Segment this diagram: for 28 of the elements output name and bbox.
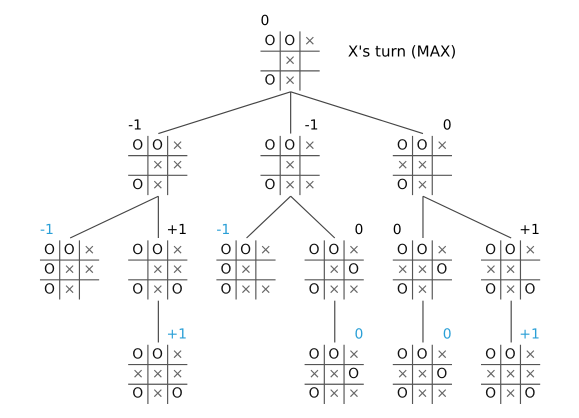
- connector: [70, 196, 159, 239]
- connector: [246, 196, 292, 238]
- connector: [334, 300, 336, 342]
- node-label: 0: [354, 326, 364, 343]
- connector: [158, 196, 159, 238]
- connector: [158, 300, 159, 342]
- label: X's turn (MAX): [348, 42, 456, 60]
- connector: [422, 300, 424, 342]
- node-label: +1: [519, 326, 540, 343]
- node-label: +1: [166, 222, 187, 238]
- connector: [510, 300, 512, 342]
- connector: [422, 196, 512, 239]
- connector: [290, 92, 292, 134]
- node-label: 0: [260, 13, 270, 30]
- node-label: 0: [392, 222, 402, 238]
- connector: [158, 91, 291, 134]
- node-label: -1: [216, 222, 230, 238]
- node-label: 0: [442, 326, 452, 343]
- node-label: -1: [304, 118, 318, 134]
- node-label: -1: [128, 118, 142, 134]
- connector: [422, 196, 424, 238]
- node-label: -1: [40, 222, 54, 238]
- node-label: 0: [442, 118, 452, 134]
- connector: [290, 91, 424, 134]
- node-label: +1: [519, 222, 540, 238]
- node-label: +1: [166, 326, 187, 343]
- node-label: 0: [354, 222, 364, 238]
- connector: [290, 196, 336, 238]
